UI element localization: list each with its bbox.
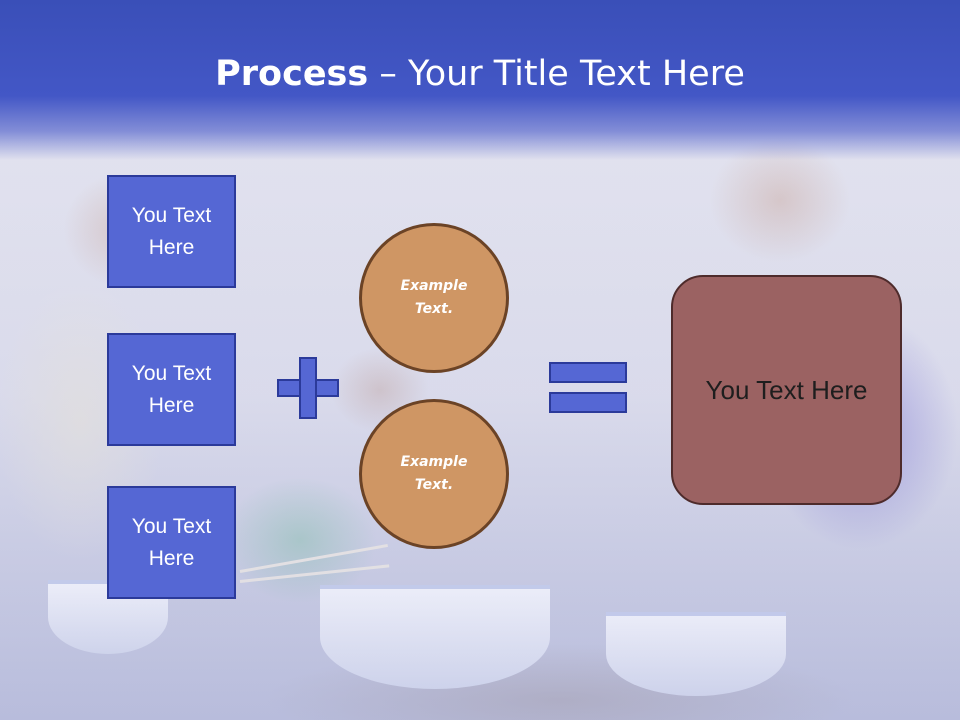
text-box-2[interactable]: You Text Here xyxy=(107,333,236,446)
text-box-label: You Text Here xyxy=(131,361,212,417)
circle-label: Example Text. xyxy=(400,278,468,317)
title-rest-part: – Your Title Text Here xyxy=(368,54,745,94)
plus-center xyxy=(301,381,315,395)
equals-top-bar xyxy=(549,362,627,383)
result-label: You Text Here xyxy=(705,375,868,405)
header-band xyxy=(0,0,960,160)
circle-label: Example Text. xyxy=(400,454,468,493)
result-box[interactable]: You Text Here xyxy=(671,275,902,505)
equals-bottom-bar xyxy=(549,392,627,413)
example-circle-1[interactable]: Example Text. xyxy=(359,223,509,373)
text-box-3[interactable]: You Text Here xyxy=(107,486,236,599)
text-box-1[interactable]: You Text Here xyxy=(107,175,236,288)
slide-title[interactable]: Process – Your Title Text Here xyxy=(0,50,960,98)
text-box-label: You Text Here xyxy=(131,514,212,570)
bowl-right xyxy=(606,612,786,696)
plus-icon xyxy=(277,357,339,419)
example-circle-2[interactable]: Example Text. xyxy=(359,399,509,549)
text-box-label: You Text Here xyxy=(131,203,212,259)
equals-icon xyxy=(549,362,627,414)
title-bold-part: Process xyxy=(215,54,369,94)
bowl-center xyxy=(320,585,550,689)
